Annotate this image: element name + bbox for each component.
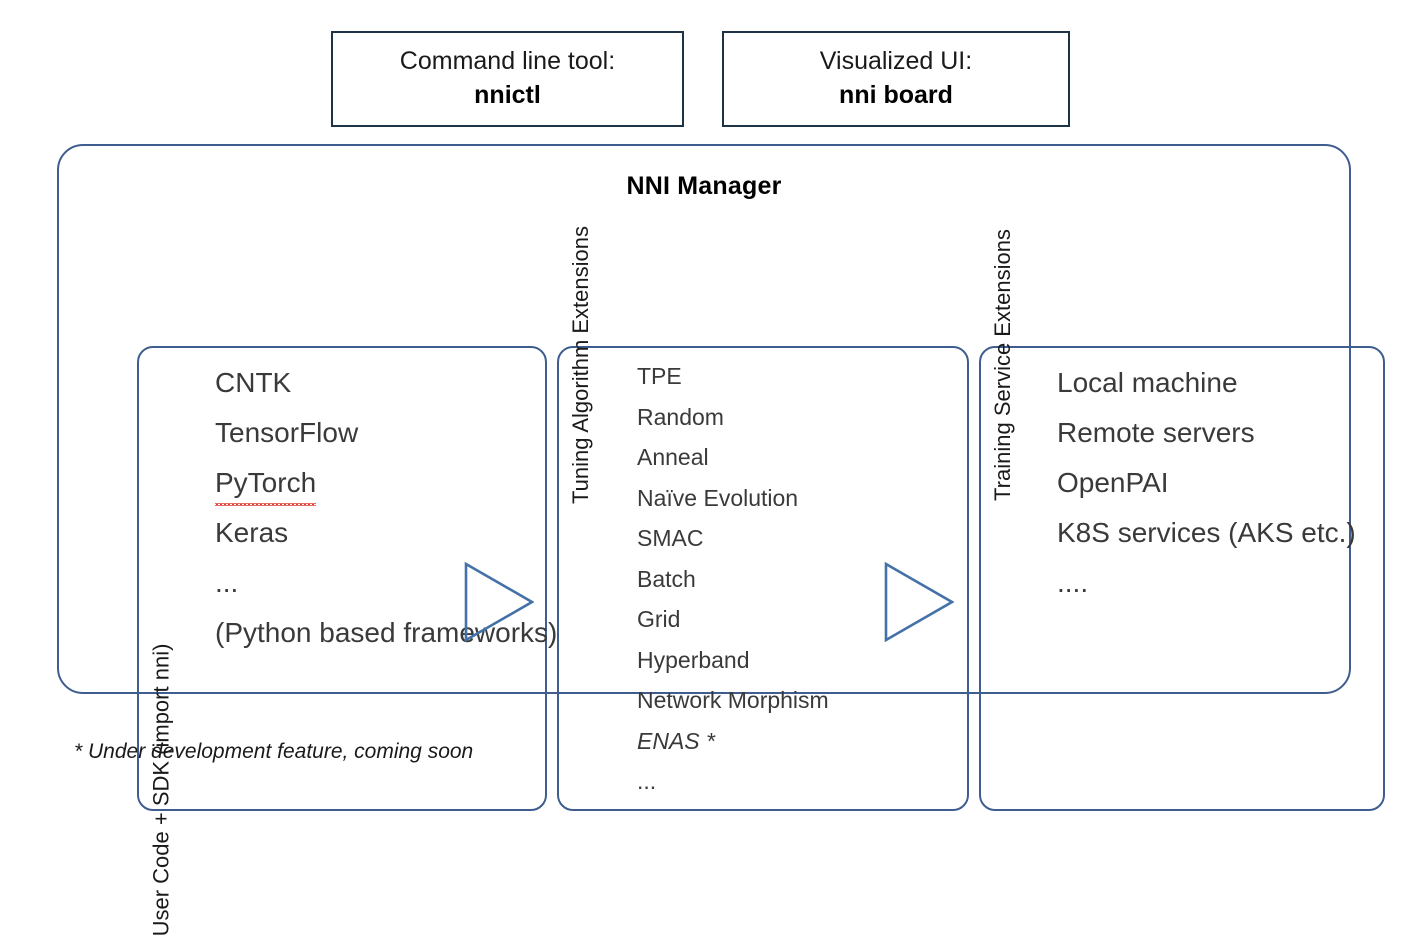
side-label-training-service-extensions-text: Training Service Extensions bbox=[990, 229, 1015, 501]
list-item: Network Morphism bbox=[637, 687, 829, 713]
item-list-training-service-extensions: Local machine Remote servers OpenPAI K8S… bbox=[1057, 348, 1383, 809]
side-label-tuning-algorithm-extensions-text: Tuning Algorithm Extensions bbox=[568, 226, 593, 504]
list-item: Naïve Evolution bbox=[637, 484, 799, 511]
footnote: * Under development feature, coming soon bbox=[74, 740, 474, 763]
list-item: OpenPAI bbox=[1057, 467, 1169, 498]
list-item: Local machine bbox=[1057, 367, 1238, 398]
list-item-enas: ENAS * bbox=[637, 727, 715, 754]
list-item: Keras bbox=[215, 517, 289, 548]
nni-manager-container: NNI Manager User Code + SDK (import nni)… bbox=[57, 144, 1385, 936]
column-training-service-extensions: Training Service Extensions Local machin… bbox=[979, 229, 1385, 811]
command-line-tool-box: Command line tool: nnictl bbox=[331, 31, 684, 127]
list-item-text: PyTorch bbox=[215, 458, 317, 508]
list-item: TPE bbox=[637, 363, 682, 389]
visualized-ui-name: nni board bbox=[839, 81, 953, 109]
item-list-tuning-algorithm-extensions: TPE Random Anneal Naïve Evolution SMAC B… bbox=[637, 348, 967, 809]
list-item: ... bbox=[637, 768, 657, 794]
list-item: Remote servers bbox=[1057, 417, 1255, 448]
visualized-ui-caption: Visualized UI: bbox=[819, 47, 973, 75]
list-item: Batch bbox=[637, 565, 696, 592]
list-item: Hyperband bbox=[637, 646, 750, 673]
command-line-tool-caption: Command line tool: bbox=[399, 47, 616, 75]
list-item-note: (Python based frameworks) bbox=[215, 617, 558, 648]
list-item: Random bbox=[637, 403, 724, 430]
command-line-tool-name: nnictl bbox=[474, 81, 541, 109]
list-item: K8S services (AKS etc.) bbox=[1057, 517, 1356, 548]
list-item: Anneal bbox=[637, 444, 709, 470]
list-item: .... bbox=[1057, 567, 1089, 598]
list-item: TensorFlow bbox=[215, 417, 359, 448]
side-label-tuning-algorithm-extensions: Tuning Algorithm Extensions bbox=[559, 226, 603, 809]
list-item: Grid bbox=[637, 606, 681, 632]
column-tuning-algorithm-extensions: Tuning Algorithm Extensions TPE Random A… bbox=[557, 226, 969, 811]
list-item: ... bbox=[215, 567, 239, 598]
list-item: PyTorch bbox=[215, 458, 317, 508]
side-label-training-service-extensions: Training Service Extensions bbox=[981, 229, 1025, 809]
list-item: CNTK bbox=[215, 367, 292, 398]
side-label-user-code-sdk-text: User Code + SDK (import nni) bbox=[148, 643, 174, 936]
list-item: SMAC bbox=[637, 525, 704, 551]
nni-manager-title: NNI Manager bbox=[626, 172, 782, 200]
visualized-ui-box: Visualized UI: nni board bbox=[722, 31, 1070, 127]
